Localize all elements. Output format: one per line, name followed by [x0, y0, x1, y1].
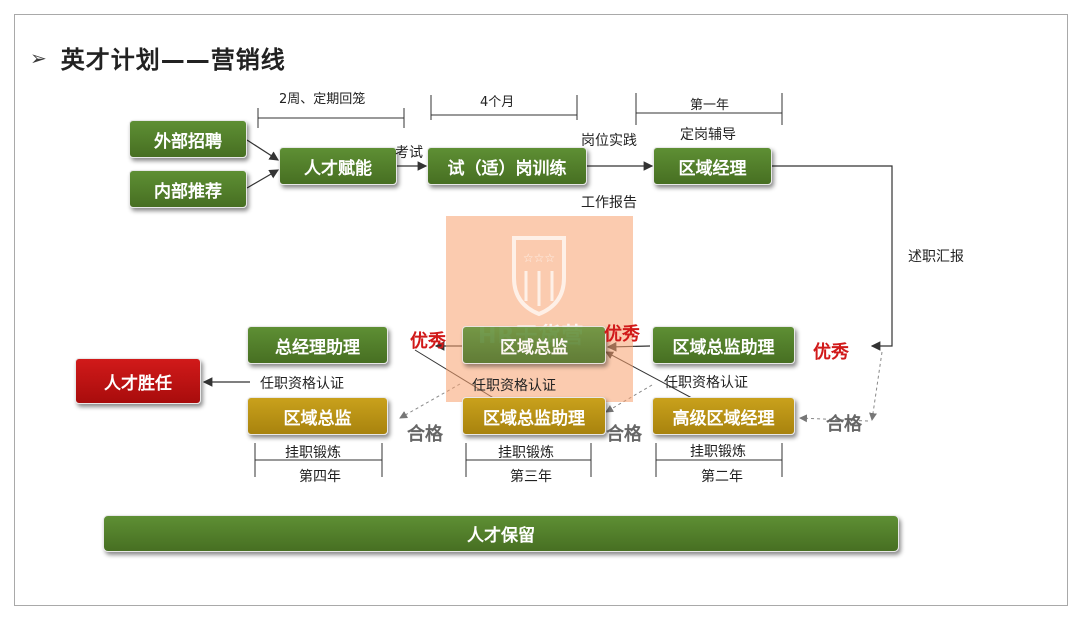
- internal-recommend-box: 内部推荐: [129, 170, 247, 208]
- year4-label: 第四年: [299, 469, 341, 485]
- gm-assistant-box: 总经理助理: [247, 326, 388, 364]
- pass-label-mid: 合格: [606, 424, 642, 445]
- regional-director-assistant-mid-box: 区域总监助理: [462, 397, 606, 435]
- regional-director-assistant-top-box: 区域总监助理: [652, 326, 795, 364]
- svg-text:☆☆☆: ☆☆☆: [523, 251, 555, 265]
- regional-director-box-wm: 区域总监: [462, 326, 606, 364]
- talent-competent-box: 人才胜任: [75, 358, 201, 404]
- talent-retention-bar: 人才保留: [103, 515, 899, 552]
- year2-label: 第二年: [701, 469, 743, 485]
- title-area: ➢ 英才计划——营销线: [30, 40, 286, 75]
- temp-training-label-2: 挂职锻炼: [498, 445, 554, 461]
- span-label-4months: 4个月: [480, 95, 515, 110]
- on-post-coaching-label: 定岗辅导: [680, 127, 736, 143]
- excellent-label-left: 优秀: [410, 331, 446, 352]
- slide-title: 英才计划——营销线: [60, 46, 286, 74]
- pass-label-right: 合格: [826, 414, 862, 435]
- senior-regional-manager-box: 高级区域经理: [652, 397, 795, 435]
- qual-cert-label-left: 任职资格认证: [260, 376, 344, 392]
- talent-empower-box: 人才赋能: [279, 147, 397, 185]
- post-practice-label: 岗位实践: [581, 133, 637, 149]
- shield-logo-icon: ☆☆☆: [512, 236, 566, 317]
- exam-label: 考试: [395, 145, 423, 161]
- year3-label: 第三年: [510, 469, 552, 485]
- debrief-report-label: 述职汇报: [908, 249, 964, 265]
- watermark-block: ☆☆☆: [446, 216, 633, 402]
- span-label-year1: 第一年: [690, 98, 730, 113]
- regional-manager-box: 区域经理: [653, 147, 772, 185]
- pass-label-left: 合格: [407, 424, 443, 445]
- work-report-label: 工作报告: [581, 195, 637, 211]
- span-label-2weeks: 2周、定期回笼: [279, 92, 366, 107]
- temp-training-label-1: 挂职锻炼: [285, 445, 341, 461]
- probation-training-box: 试（适）岗训练: [427, 147, 587, 185]
- qual-cert-label-right: 任职资格认证: [664, 375, 748, 391]
- external-recruit-box: 外部招聘: [129, 120, 247, 158]
- temp-training-label-3: 挂职锻炼: [690, 444, 746, 460]
- bullet-arrow-icon: ➢: [30, 45, 47, 70]
- regional-director-box: 区域总监: [247, 397, 388, 435]
- excellent-label-mid: 优秀: [604, 324, 640, 345]
- excellent-label-right: 优秀: [813, 342, 849, 363]
- qual-cert-label-mid: 任职资格认证: [472, 378, 556, 394]
